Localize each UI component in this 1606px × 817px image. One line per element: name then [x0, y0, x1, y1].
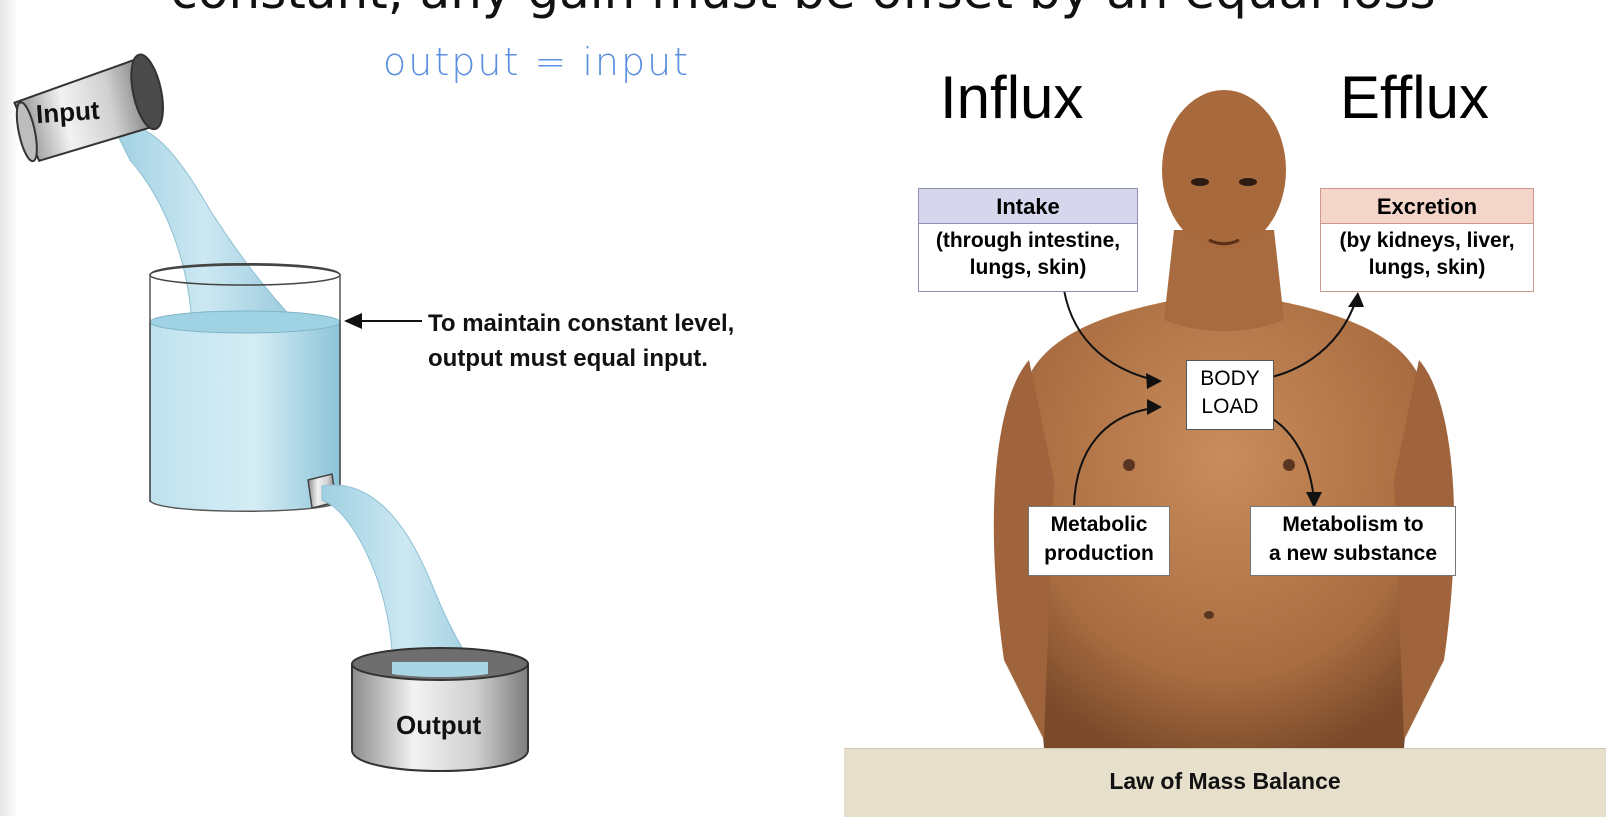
output-label: Output: [396, 710, 482, 740]
excretion-line-1: (by kidneys, liver,: [1339, 229, 1515, 252]
excretion-line-2: lungs, skin): [1368, 256, 1486, 279]
callout-line-2: output must equal input.: [428, 345, 708, 372]
left-edge-shade: [0, 0, 18, 816]
metabolic-production-box: Metabolic production: [1028, 506, 1170, 576]
intake-title: Intake: [919, 189, 1137, 224]
body-figure: [993, 90, 1455, 748]
slide-heading: constant, any gain must be offset by an …: [0, 0, 1606, 16]
intake-box: Intake (through intestine, lungs, skin): [918, 188, 1138, 292]
efflux-label: Efflux: [1340, 64, 1489, 131]
metabolic-production-line-1: Metabolic: [1050, 513, 1148, 536]
input-label: Input: [34, 94, 101, 130]
metabolism-new-substance-box: Metabolism to a new substance: [1250, 506, 1456, 576]
input-bucket: [13, 53, 164, 163]
law-banner: [844, 748, 1606, 817]
callout-arrowhead: [344, 313, 362, 329]
arrow-production-to-load: [1073, 407, 1155, 506]
callout-text: To maintain constant level, output must …: [428, 306, 734, 376]
torso: [1021, 300, 1427, 748]
excretion-box: Excretion (by kidneys, liver, lungs, ski…: [1320, 188, 1534, 292]
intake-line-2: lungs, skin): [969, 256, 1087, 279]
arrow-intake-to-load: [1063, 289, 1155, 381]
neck: [1164, 230, 1284, 332]
metabolic-production-line-2: production: [1044, 542, 1154, 565]
body-load-line-1: BODY: [1200, 367, 1260, 390]
head: [1162, 90, 1286, 250]
law-title: Law of Mass Balance: [1109, 768, 1341, 794]
influx-label: Influx: [940, 64, 1084, 131]
metabolism-new-line-1: Metabolism to: [1282, 513, 1424, 536]
callout-line-1: To maintain constant level,: [428, 310, 735, 337]
flow-arrows: [1063, 289, 1364, 508]
water-tank-diagram: [13, 53, 529, 772]
handwritten-note: output = input: [383, 40, 691, 84]
left-arm: [993, 360, 1054, 740]
metabolism-new-line-2: a new substance: [1268, 542, 1438, 565]
body-load-box: BODY LOAD: [1186, 360, 1274, 430]
intake-line-1: (through intestine,: [935, 229, 1121, 252]
excretion-title: Excretion: [1321, 189, 1533, 224]
body-load-line-2: LOAD: [1201, 395, 1259, 418]
output-bucket: [351, 647, 529, 772]
input-stream: [111, 123, 300, 325]
